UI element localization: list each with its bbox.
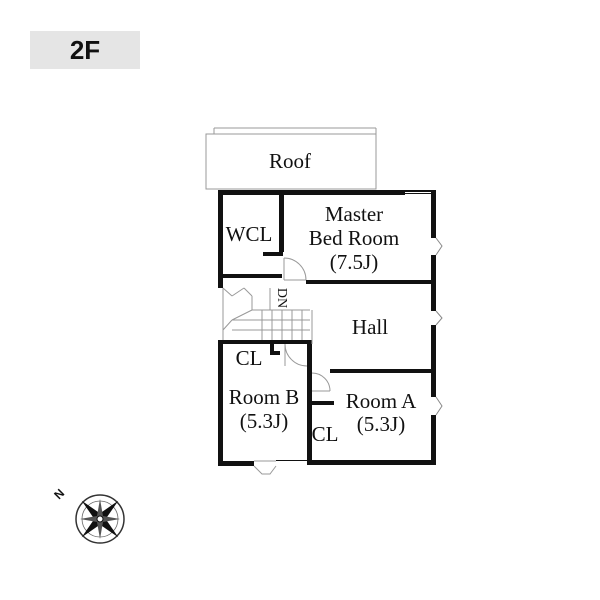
room-b-label: Room B xyxy=(229,385,300,409)
doors xyxy=(253,257,331,475)
wcl-label: WCL xyxy=(226,222,273,246)
roof-area xyxy=(205,127,377,190)
stair-down-label: DN xyxy=(274,288,289,308)
exterior-walls xyxy=(218,190,436,466)
room-b-size: (5.3J) xyxy=(240,409,288,433)
master-bedroom-label-line2: Bed Room xyxy=(309,226,399,250)
closet-a-label: CL xyxy=(312,422,339,446)
right-windows xyxy=(435,237,443,416)
compass-north-label: N xyxy=(51,486,67,502)
staircase xyxy=(222,287,310,340)
floor-label: 2F xyxy=(30,31,140,69)
interior-walls xyxy=(218,190,433,465)
hall-label: Hall xyxy=(352,315,388,339)
roof-label: Roof xyxy=(269,149,311,173)
master-bedroom-label-line1: Master xyxy=(325,202,383,226)
room-a-label: Room A xyxy=(346,389,417,413)
closet-b-label: CL xyxy=(236,346,263,370)
compass-rose xyxy=(75,494,125,544)
master-bedroom-size: (7.5J) xyxy=(330,250,378,274)
room-a-size: (5.3J) xyxy=(357,412,405,436)
